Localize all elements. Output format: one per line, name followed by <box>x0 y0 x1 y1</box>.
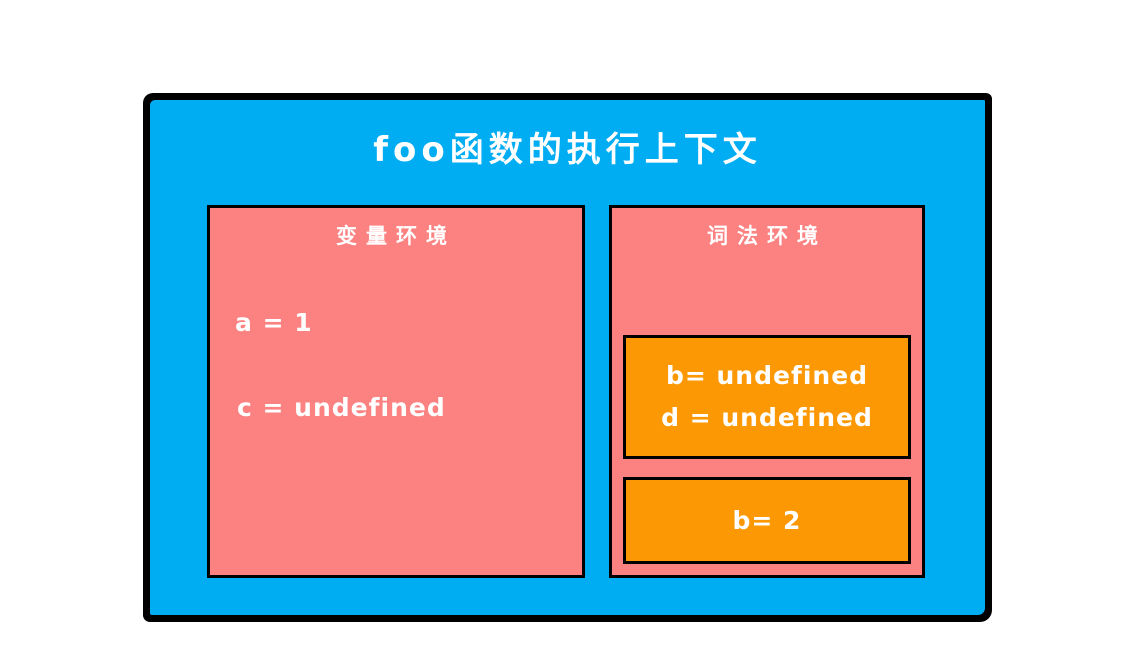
variable-entry-c: c = undefined <box>237 393 446 422</box>
variable-entry-a: a = 1 <box>235 308 313 337</box>
lexical-entry-b-2: b= 2 <box>732 505 802 535</box>
lexical-entry-d-undefined: d = undefined <box>661 403 873 432</box>
lexical-environment-panel: 词法环境 b= undefined d = undefined b= 2 <box>609 205 925 578</box>
execution-context-container: foo函数的执行上下文 变量环境 a = 1 c = undefined 词法环… <box>145 95 990 620</box>
lexical-environment-label: 词法环境 <box>707 224 827 248</box>
lexical-entry-b-undefined: b= undefined <box>665 361 869 390</box>
variable-environment-label: 变量环境 <box>336 224 456 248</box>
execution-context-title: foo函数的执行上下文 <box>373 130 762 170</box>
variable-environment-panel: 变量环境 a = 1 c = undefined <box>207 205 585 578</box>
lexical-scope-block-outer: b= undefined d = undefined <box>623 335 911 459</box>
lexical-scope-block-inner: b= 2 <box>623 477 911 564</box>
